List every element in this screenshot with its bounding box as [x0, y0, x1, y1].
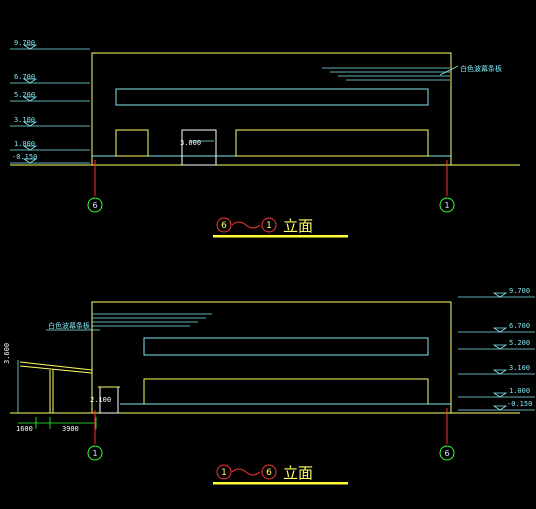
material-note-bottom: 白色波幕条板 [48, 321, 90, 330]
level-marks-top [10, 44, 90, 164]
window-band-bottom-lower [143, 378, 429, 405]
level-label: 5.200 [14, 91, 35, 99]
building-outline-top [91, 52, 452, 166]
window-band-bottom-upper [143, 337, 429, 356]
title-from-bottom: 1 [221, 468, 227, 478]
title-bubble-from-top [216, 217, 232, 233]
title-underline-bottom [213, 482, 348, 485]
dim-label: 3900 [62, 425, 79, 433]
title-bubble-to-top [261, 217, 277, 233]
title-bubble-to-bottom [261, 464, 277, 480]
level-label: 6.700 [14, 73, 35, 81]
title-bubble-from-bottom [216, 464, 232, 480]
title-to-bottom: 6 [266, 468, 272, 478]
title-tilde-bottom [231, 468, 261, 476]
elevation-bottom: 2.100 白色波幕条板 3.600 [3, 287, 535, 485]
title-tilde-top [231, 221, 261, 229]
dimension-line [18, 417, 97, 429]
canopy-height-label: 3.600 [3, 343, 11, 364]
door-top [181, 129, 217, 166]
axis-bubble-right-bottom [439, 445, 455, 461]
material-leader-top [439, 65, 459, 76]
level-label: 1.000 [509, 387, 530, 395]
axis-bubble-right-top [439, 197, 455, 213]
title-text-top: 立面 [283, 217, 313, 235]
level-marks-bottom [458, 292, 535, 411]
axis-label-right-top: 1 [444, 201, 449, 210]
level-label: 3.100 [14, 116, 35, 124]
opening-right-top [235, 129, 429, 157]
title-to-top: 1 [266, 221, 272, 231]
opening-left-top [115, 129, 149, 157]
canopy [17, 360, 93, 413]
title-from-top: 6 [221, 221, 227, 231]
axis-bubble-left-top [87, 197, 103, 213]
level-label: -0.150 [507, 400, 532, 408]
level-label: 5.200 [509, 339, 530, 347]
axis-label-left-bottom: 1 [92, 449, 97, 458]
axis-label-left-top: 6 [92, 201, 97, 210]
dim-label: 1600 [16, 425, 33, 433]
window-band-top [115, 88, 429, 106]
axis-label-right-bottom: 6 [444, 449, 449, 458]
level-label: 9.700 [509, 287, 530, 295]
door-level-label: 3.000 [180, 139, 201, 147]
material-note-top: 白色波幕条板 [460, 64, 502, 73]
axis-bubble-left-bottom [87, 445, 103, 461]
level-label: 3.100 [509, 364, 530, 372]
title-underline-top [213, 235, 348, 238]
building-outline-bottom [91, 301, 452, 414]
elevation-top: 白色波幕条板 9.700 6.700 5.200 3.100 1.000 -0.… [10, 39, 520, 238]
level-label: 6.700 [509, 322, 530, 330]
door-level-label-bottom: 2.100 [90, 396, 111, 404]
level-label: -0.150 [12, 153, 37, 161]
title-text-bottom: 立面 [283, 464, 313, 482]
level-label: 9.700 [14, 39, 35, 47]
level-label: 1.000 [14, 140, 35, 148]
